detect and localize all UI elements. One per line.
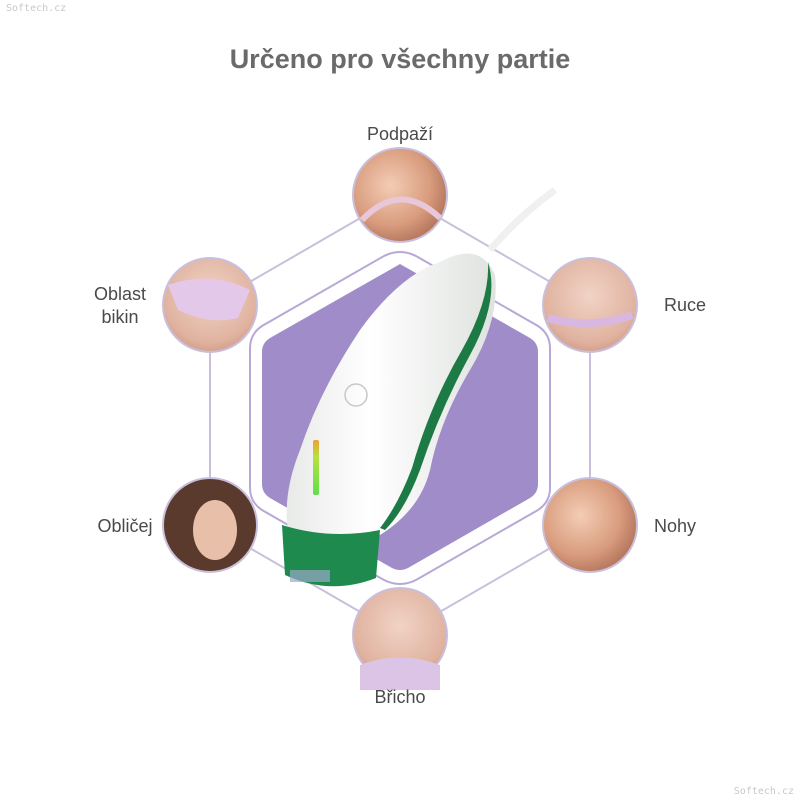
label-podpazi: Podpaží: [366, 124, 434, 144]
area-photo-nohy: [542, 477, 638, 573]
watermark-bottom: Softech.cz: [733, 786, 794, 797]
label-oblast-bikin-line2: bikin: [101, 307, 139, 327]
area-photo-podpazi: [352, 147, 448, 243]
label-oblast-bikin-line1: Oblast: [93, 284, 147, 304]
label-bricho: Břicho: [374, 687, 426, 707]
area-photo-bricho: [352, 587, 448, 690]
led-indicator: [313, 440, 319, 495]
label-ruce: Ruce: [663, 295, 707, 315]
area-photo-bikini: [162, 257, 258, 353]
device-body: [286, 253, 496, 540]
label-nohy: Nohy: [653, 516, 697, 536]
device-cable: [487, 187, 558, 253]
label-oblast-bikin: Oblast bikin: [80, 283, 160, 329]
area-photo-ruce: [542, 257, 638, 353]
ipl-device: [282, 187, 558, 587]
watermark: Softech.cz: [6, 3, 67, 14]
area-photo-oblicej: [162, 477, 258, 573]
page-title: Určeno pro všechny partie: [229, 44, 571, 74]
inner-hexagon-outline: [249, 250, 551, 585]
power-button-icon: [344, 383, 368, 407]
label-oblicej: Obličej: [97, 516, 153, 536]
